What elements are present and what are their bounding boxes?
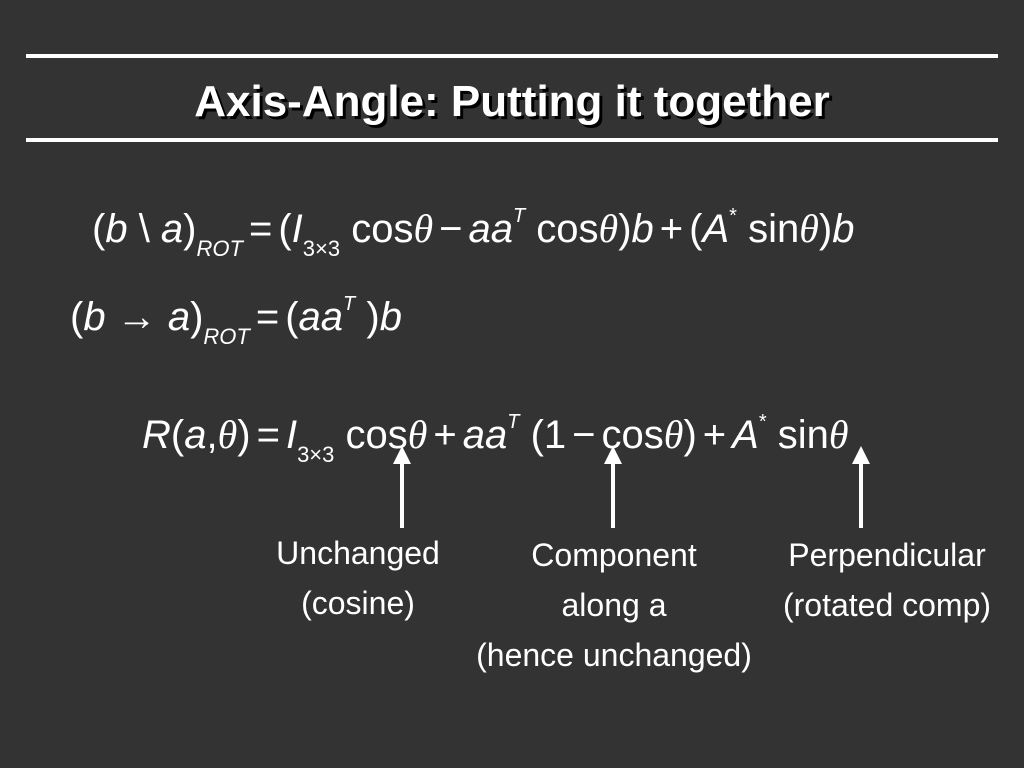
- annotation-unchanged: Unchanged (cosine): [238, 528, 478, 628]
- equation-b-parallel-a-rot: (b → a)ROT=(aaT )b: [70, 293, 402, 349]
- equation-b-perp-a-rot: (b \ a)ROT=(I3×3 cosθ−aaT cosθ)b+(A* sin…: [92, 205, 855, 261]
- annotation-line: Perpendicular: [788, 537, 986, 573]
- annotation-component: Component along a (hence unchanged): [434, 530, 794, 680]
- slide-title: Axis-Angle: Putting it together: [194, 77, 830, 126]
- annotation-line: (rotated comp): [782, 587, 992, 623]
- equation-rotation-matrix: R(a,θ)=I3×3 cosθ+aaT (1−cosθ)+A* sinθ: [142, 411, 849, 467]
- annotation-line: (hence unchanged): [476, 637, 752, 673]
- annotation-perpendicular: Perpendicular (rotated comp): [752, 530, 1022, 630]
- annotation-line: along a: [561, 587, 667, 623]
- arrow-axis-component-term: [604, 446, 622, 528]
- top-rule: [26, 54, 998, 58]
- annotation-line: Unchanged: [276, 535, 440, 571]
- arrow-sine-term: [852, 446, 870, 528]
- annotation-line: (cosine): [301, 585, 415, 621]
- arrow-cosine-term: [393, 446, 411, 528]
- title-underline-rule: [26, 138, 998, 142]
- annotation-line: Component: [531, 537, 697, 573]
